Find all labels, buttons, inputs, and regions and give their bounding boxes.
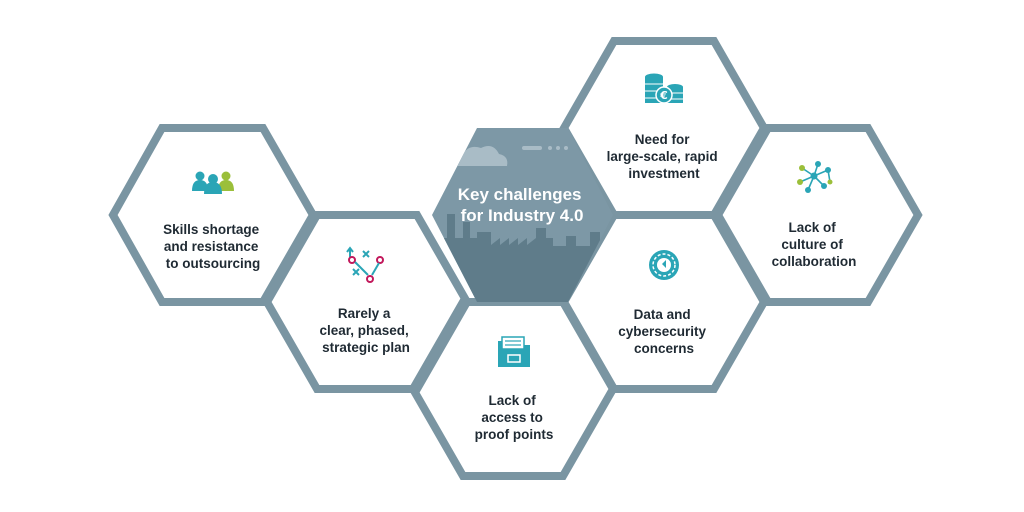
factory-skyline-illustration: [432, 146, 613, 302]
skyline-dot-3: [564, 146, 568, 150]
center-title-line-2: for Industry 4.0: [461, 206, 584, 225]
strategy-plan-icon: [346, 246, 384, 283]
skyline-dash: [522, 146, 542, 150]
cloud-shape: [449, 146, 508, 166]
network-nodes-icon: [797, 161, 833, 193]
security-gear-icon: [649, 250, 679, 280]
hex-frame-collaboration: [713, 124, 923, 306]
hexagon-frames: [108, 37, 923, 480]
center-hexagon: Key challenges for Industry 4.0: [432, 128, 613, 302]
center-title-line-1: Key challenges: [458, 185, 582, 204]
center-title: Key challenges for Industry 4.0: [458, 185, 587, 225]
skyline-dot-1: [548, 146, 552, 150]
people-group-icon: [192, 171, 234, 194]
svg-text:€: €: [659, 89, 668, 102]
label-plan: Rarely a clear, phased, strategic plan: [319, 306, 412, 355]
label-investment: Need for large-scale, rapid investment: [607, 132, 722, 181]
label-proof: Lack of access to proof points: [475, 393, 554, 442]
skyline-dot-2: [556, 146, 560, 150]
label-collaboration: Lack of culture of collaboration: [772, 220, 857, 269]
label-skills: Skills shortage and resistance to outsou…: [163, 222, 263, 271]
folder-documents-icon: [498, 336, 530, 367]
skyline-silhouette: [432, 214, 613, 302]
label-security: Data and cybersecurity concerns: [618, 307, 710, 356]
coin-stack-euro-icon: €: [645, 73, 683, 104]
